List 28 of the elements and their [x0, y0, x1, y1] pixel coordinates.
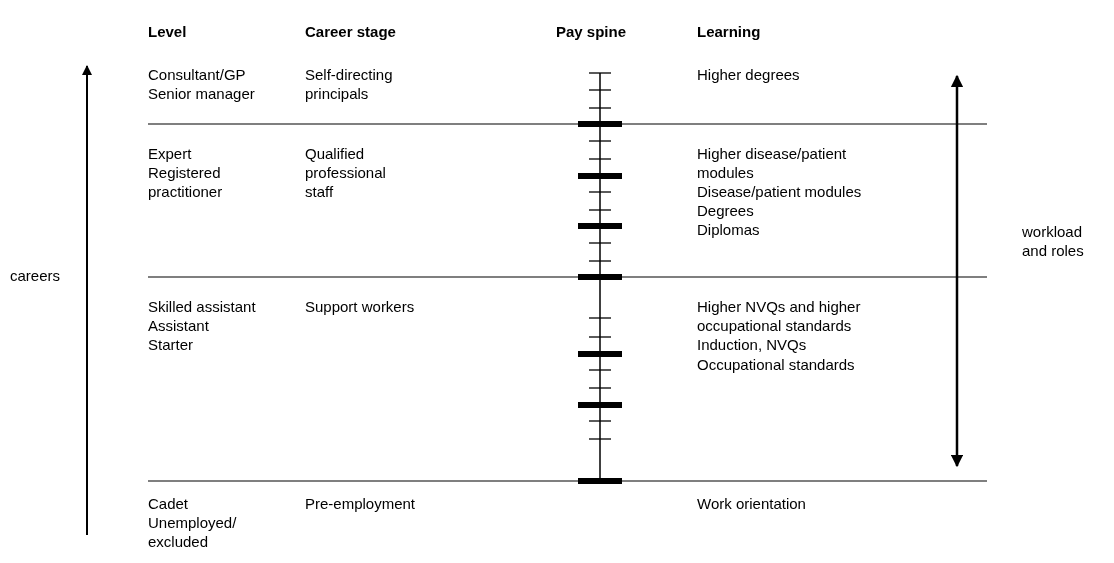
row-label: Induction, NVQs — [697, 335, 808, 354]
row-label: Diplomas — [697, 220, 761, 239]
row-label: workload and roles — [1022, 222, 1085, 260]
row-label: careers — [10, 266, 62, 285]
row-label: Assistant — [148, 316, 210, 335]
row-label: Support workers — [305, 297, 416, 316]
row-label: Degrees — [697, 201, 755, 220]
row-label: Qualified professional staff — [305, 144, 387, 201]
row-label: Registered practitioner — [148, 163, 224, 201]
row-label: Work orientation — [697, 494, 807, 513]
row-label: Self-directing principals — [305, 65, 394, 103]
column-header: Career stage — [305, 22, 397, 41]
row-label: Senior manager — [148, 84, 256, 103]
row-label: Occupational standards — [697, 355, 856, 374]
row-label: Higher degrees — [697, 65, 801, 84]
row-label: Pre-employment — [305, 494, 417, 513]
row-label: Skilled assistant — [148, 297, 257, 316]
row-label: Higher disease/patient modules — [697, 144, 848, 182]
row-label: Higher NVQs and higher occupational standards — [697, 297, 862, 335]
row-label: Disease/patient modules — [697, 182, 863, 201]
row-label: Consultant/GP — [148, 65, 247, 84]
column-header: Pay spine — [556, 22, 628, 41]
column-header: Level — [148, 22, 188, 41]
row-label: Cadet — [148, 494, 190, 513]
row-label: Starter — [148, 335, 194, 354]
column-header: Learning — [697, 22, 762, 41]
row-label: Unemployed/ excluded — [148, 513, 238, 551]
row-label: Expert — [148, 144, 193, 163]
